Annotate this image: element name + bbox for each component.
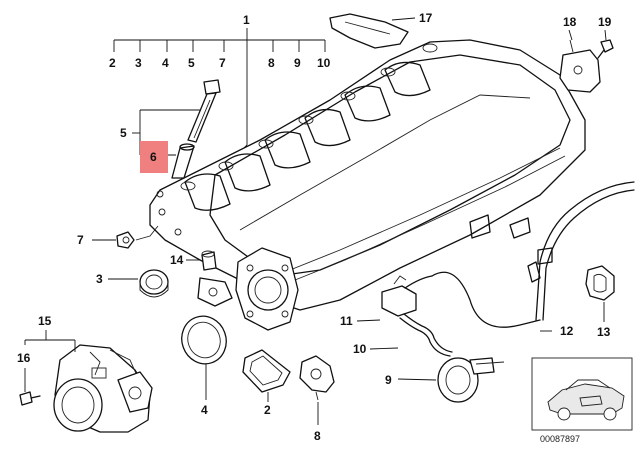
- callout-label-16: 16: [17, 351, 31, 365]
- bolt-19[interactable]: [597, 39, 614, 59]
- intake-manifold[interactable]: [149, 39, 586, 331]
- callout-tree: [113, 28, 326, 153]
- callout-label-9b: 9: [385, 373, 392, 387]
- grommet-14[interactable]: [201, 250, 217, 271]
- callout-label-3: 3: [135, 56, 142, 70]
- callout-label-4b: 4: [201, 403, 208, 417]
- callout-label-7b: 7: [77, 233, 84, 247]
- callout-label-10b: 10: [353, 342, 367, 356]
- callout-label-2b: 2: [264, 403, 271, 417]
- mounting-bracket[interactable]: [559, 39, 601, 93]
- gasket-4[interactable]: [175, 310, 233, 370]
- valve-9[interactable]: [437, 357, 505, 403]
- callout-label-18: 18: [563, 15, 577, 29]
- callout-tree-labels: 2 3 4 5 7 8 9 10: [109, 56, 331, 70]
- valve-11[interactable]: [381, 271, 541, 328]
- callout-label-19: 19: [598, 15, 612, 29]
- callout-label-17: 17: [419, 11, 433, 25]
- callout-label-8b: 8: [314, 429, 321, 443]
- callout-label-1: 1: [243, 13, 250, 27]
- screw-16[interactable]: [19, 391, 41, 406]
- callout-label-13: 13: [597, 325, 611, 339]
- hose-12[interactable]: [527, 181, 635, 321]
- callout-label-12: 12: [560, 324, 574, 338]
- clip-7[interactable]: [116, 225, 159, 249]
- callout-label-5b: 5: [120, 126, 127, 140]
- callout-label-6: 6: [150, 150, 157, 164]
- hose-10[interactable]: [399, 313, 453, 357]
- callout-label-8: 8: [268, 56, 275, 70]
- clip-13[interactable]: [585, 265, 615, 301]
- cover-cap[interactable]: [329, 13, 409, 49]
- car-thumbnail: [531, 357, 633, 431]
- callout-label-10: 10: [317, 56, 331, 70]
- callout-label-15: 15: [38, 314, 52, 328]
- callout-label-2: 2: [109, 56, 116, 70]
- callout-label-11: 11: [340, 314, 353, 328]
- throttle-body[interactable]: [53, 344, 153, 433]
- catalog-number: 00087897: [540, 434, 580, 444]
- callout-label-7: 7: [219, 56, 226, 70]
- highlight-box: [140, 141, 168, 173]
- ring-3[interactable]: [139, 269, 169, 298]
- callout-label-9: 9: [294, 56, 301, 70]
- gasket-2[interactable]: [242, 349, 291, 393]
- bolt-5[interactable]: [187, 79, 221, 143]
- callout-label-5: 5: [188, 56, 195, 70]
- callout-label-3b: 3: [96, 272, 103, 286]
- callout-label-14: 14: [170, 253, 184, 267]
- sleeve-6[interactable]: [171, 143, 195, 179]
- callout-label-4: 4: [162, 56, 169, 70]
- sensor-8[interactable]: [299, 355, 335, 401]
